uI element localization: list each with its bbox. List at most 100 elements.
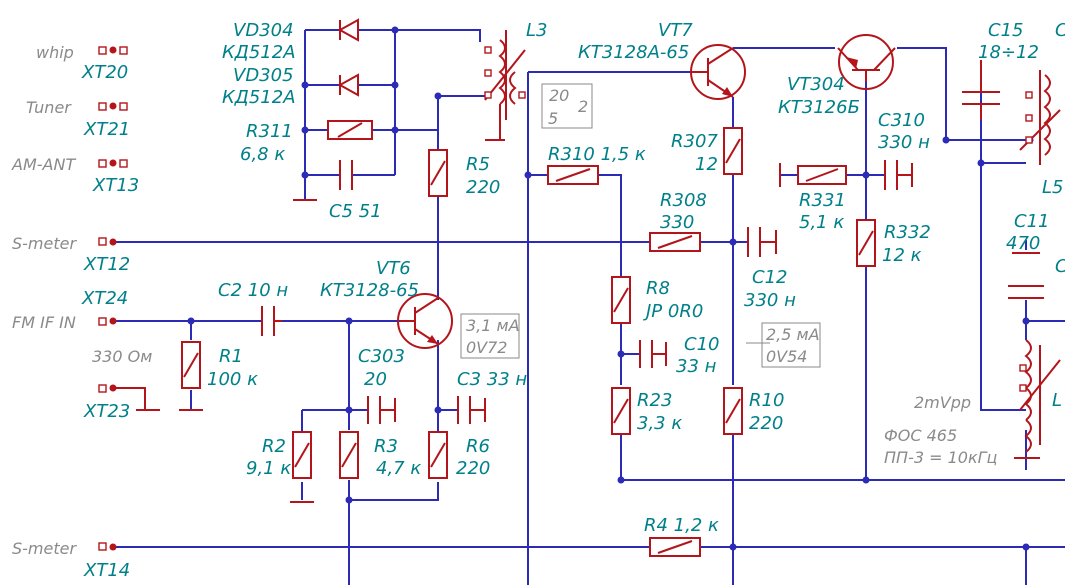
label-r332: R332 (884, 222, 931, 243)
capacitor-c310 (884, 160, 913, 190)
label-0v54: 0V54 (766, 347, 807, 366)
label-c10-value: 33 н (676, 356, 717, 377)
label-c10: C10 (684, 334, 719, 355)
capacitor-c303 (367, 396, 396, 424)
label-c310-value: 330 н (878, 132, 930, 153)
label-pp3: ПП-3 = 10кГц (884, 448, 998, 467)
label-c-cut-2: C (1055, 256, 1065, 277)
label-0v72: 0V72 (466, 338, 507, 357)
resistor-r311 (327, 120, 373, 140)
label-r8: R8 (646, 278, 670, 299)
label-r6-value: 220 (456, 458, 490, 479)
label-l-cut: L (1052, 390, 1062, 411)
label-c2: C2 10 н (218, 280, 288, 301)
label-c11: C11 (1014, 211, 1049, 232)
label-r10-value: 220 (749, 413, 783, 434)
label-r10: R10 (749, 390, 784, 411)
label-r5: R5 (466, 154, 490, 175)
label-am-ant: AM-ANT (11, 155, 76, 174)
connector-xt20 (98, 46, 128, 55)
label-r2-value: 9,1 к (246, 458, 291, 479)
connector-xt14 (98, 542, 117, 551)
labels: whip XT20 Tuner XT21 AM-ANT XT13 S-meter… (11, 20, 1065, 581)
label-r310: R310 1,5 к (548, 144, 646, 165)
label-c3: C3 33 н (457, 369, 527, 390)
label-xt20: XT20 (81, 62, 128, 83)
label-3-1ma: 3,1 мА (466, 316, 520, 335)
capacitor-c15 (962, 60, 1000, 120)
label-xt23: XT23 (83, 401, 130, 422)
label-r311: R311 (246, 121, 293, 142)
resistor-r332 (856, 219, 876, 267)
resistor-r6 (428, 431, 448, 479)
resistor-r23 (611, 387, 631, 435)
label-r331-value: 5,1 к (799, 212, 844, 233)
capacitor-c5 (339, 160, 353, 190)
label-c11-value: 470 (1006, 233, 1040, 254)
label-r1: R1 (219, 346, 243, 367)
label-2-5ma: 2,5 мА (766, 325, 820, 344)
resistor-r1 (179, 341, 203, 411)
label-r6: R6 (466, 436, 490, 457)
transistor-vt7 (690, 44, 746, 100)
label-r4: R4 1,2 к (644, 515, 719, 536)
connector-xt24 (98, 317, 117, 326)
resistor-r5 (428, 149, 448, 197)
resistor-r308 (649, 232, 701, 252)
label-kd512a-2: КД512А (222, 87, 296, 108)
resistor-r3 (339, 431, 359, 479)
capacitor-c11 (1008, 252, 1044, 299)
inductor-l3 (484, 30, 526, 141)
label-c310: C310 (878, 110, 925, 131)
capacitor-c2 (261, 306, 282, 336)
label-vt6: VT6 (376, 258, 411, 279)
label-r3-value: 4,7 к (376, 458, 421, 479)
connector-xt23 (98, 384, 160, 411)
label-r307: R307 (671, 131, 718, 152)
capacitor-c3 (457, 396, 486, 424)
label-kt3128a65: КТ3128А-65 (578, 42, 689, 63)
label-box-5: 5 (548, 109, 558, 128)
resistor-r4 (649, 537, 701, 557)
diode-vd305 (337, 73, 359, 97)
label-vt7: VT7 (658, 20, 693, 41)
connectors (98, 46, 160, 551)
resistor-r307 (723, 127, 743, 175)
connector-xt21 (98, 102, 128, 111)
label-r2: R2 (262, 436, 286, 457)
label-r8-value: JP 0R0 (643, 301, 703, 322)
label-fm-if-in: FM IF IN (12, 313, 76, 332)
label-r23: R23 (637, 390, 672, 411)
label-r1-value: 100 к (207, 369, 258, 390)
capacitor-c10 (639, 340, 667, 368)
label-c303-value: 20 (364, 369, 387, 390)
label-c15-value: 18÷12 (978, 42, 1039, 63)
label-xt14: XT14 (83, 560, 130, 581)
transistor-vt6 (397, 293, 453, 349)
label-box-20: 20 (549, 86, 569, 105)
label-r331: R331 (799, 190, 846, 211)
inductor-l4 (1014, 339, 1061, 459)
label-r308: R308 (660, 190, 707, 211)
label-whip: whip (36, 43, 74, 62)
wires (113, 29, 1065, 585)
label-s-meter-2: S-meter (12, 539, 77, 558)
label-tuner: Tuner (26, 98, 72, 117)
label-xt24: XT24 (81, 288, 128, 309)
label-xt12: XT12 (83, 254, 130, 275)
label-vt304: VT304 (787, 74, 845, 95)
resistor-r2 (290, 431, 314, 503)
label-xt13: XT13 (92, 175, 139, 196)
label-r311-value: 6,8 к (240, 144, 285, 165)
label-kd512a-1: КД512А (222, 42, 296, 63)
connector-xt12 (98, 237, 117, 246)
label-c303: C303 (358, 346, 405, 367)
resistor-r331 (779, 163, 847, 187)
label-330om: 330 Ом (92, 347, 152, 366)
connector-xt13 (98, 159, 128, 168)
label-2mvpp: 2mVpp (914, 393, 971, 412)
label-r332-value: 12 к (882, 245, 922, 266)
label-fos-465: ФОС 465 (884, 426, 957, 445)
label-l3: L3 (526, 20, 547, 41)
